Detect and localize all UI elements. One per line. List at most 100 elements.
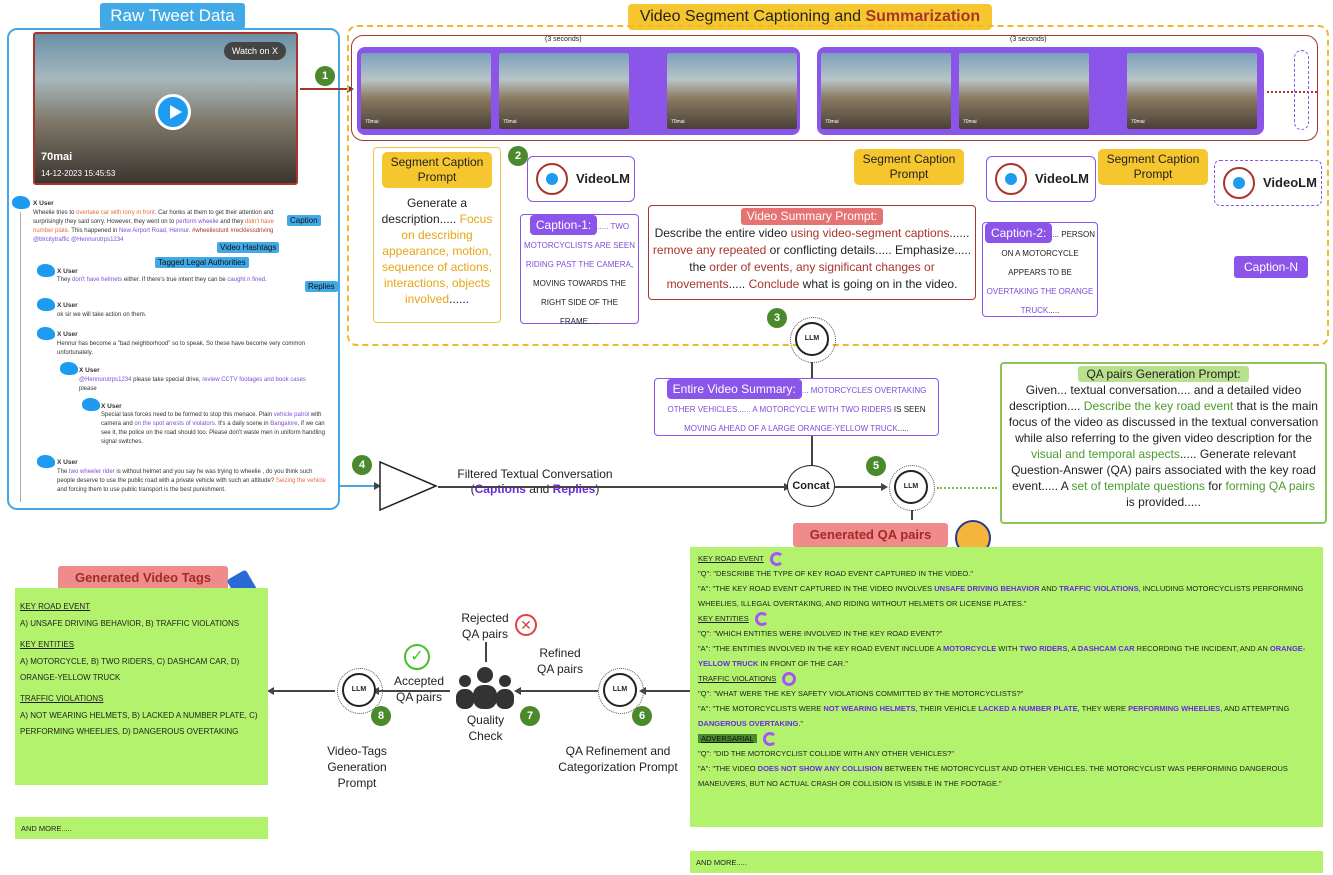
- qa-generation-prompt: QA pairs Generation Prompt: Given... tex…: [1000, 362, 1327, 524]
- watch-on-x-button[interactable]: Watch on X: [223, 42, 286, 60]
- step-5-badge: 5: [866, 456, 886, 476]
- tag-section-heading: Traffic Violations: [20, 694, 104, 703]
- video-frame: 70mai: [361, 53, 491, 129]
- tweet-user: X User: [57, 268, 78, 275]
- twitter-bird-icon: [37, 327, 55, 340]
- quality-check-label: Quality Check: [466, 713, 505, 743]
- arrow-to-summary: [811, 362, 813, 379]
- tweet-user: X User: [79, 367, 100, 374]
- video-tags-panel: Key Road Event A) unsafe driving behavio…: [15, 588, 268, 785]
- segments-container: [351, 35, 1318, 141]
- videolm-model-2: VideoLM: [986, 156, 1096, 202]
- generated-video-tags-title: Generated Video Tags: [58, 566, 228, 590]
- video-tags-prompt: Video-Tags Generation Prompt: [327, 744, 387, 790]
- replies-tag: Replies: [305, 281, 338, 292]
- qa-section-heading: Traffic Violations: [698, 674, 777, 684]
- twitter-bird-icon: [60, 362, 78, 375]
- specific-icon: [782, 672, 797, 687]
- qa-answer: "A": "The motorcyclists were not wearing…: [698, 704, 1290, 729]
- tweet-user: X User: [57, 331, 78, 338]
- arrow-qa-prompt-to-llm: [937, 487, 997, 489]
- tweet-5: @Hennurutrps1234 please take special dri…: [79, 377, 306, 392]
- twitter-bird-icon: [37, 298, 55, 311]
- twitter-bird-icon: [37, 455, 55, 468]
- qa-question: "Q": "What were the key safety violation…: [698, 689, 1024, 699]
- video-frame: 70mai: [499, 53, 629, 129]
- step-2-badge: 2: [508, 146, 528, 166]
- accept-check-icon: ✓: [404, 644, 430, 670]
- video-hashtags-tag: Video Hashtags: [217, 242, 280, 253]
- tweet-user: X User: [33, 200, 54, 207]
- caption-tag: Caption: [287, 215, 321, 226]
- qa-pairs-panel: Key Road Event "Q": "Describe the type o…: [690, 547, 1323, 827]
- segment-duration-label: (3 seconds): [545, 36, 582, 43]
- videolm-icon: [995, 163, 1027, 195]
- qa-answer: "A": "The video does not show any collis…: [698, 764, 1288, 789]
- caption-n-box: Caption-N: [1234, 256, 1308, 278]
- twitter-bird-icon: [37, 264, 55, 277]
- step-3-badge: 3: [767, 308, 787, 328]
- qa-section-heading: Key Entities: [698, 614, 749, 624]
- quality-check-people-icon: [456, 667, 514, 709]
- videolm-model-1: VideoLM: [527, 156, 635, 202]
- qa-question: "Q": "Did the motorcyclist collide with …: [698, 749, 954, 759]
- step-7-badge: 7: [520, 706, 540, 726]
- arrow-concat-to-llm: [835, 483, 888, 490]
- thread-line: [20, 212, 21, 502]
- step-1-badge: 1: [315, 66, 335, 86]
- step-4-badge: 4: [352, 455, 372, 475]
- concat-node: Concat: [787, 465, 835, 507]
- arrow-llm-to-tags: [267, 687, 335, 694]
- qa-answer: "A": "The key road event captured in the…: [698, 584, 1304, 609]
- play-icon[interactable]: [155, 94, 191, 130]
- tag-section-heading: Key Road Event: [20, 602, 91, 611]
- video-summary-prompt: Video Summary Prompt: Describe the entir…: [648, 205, 976, 300]
- raw-tweet-title: Raw Tweet Data: [100, 3, 245, 29]
- arrow-llm-to-qa: [911, 510, 913, 520]
- arrow-qa-to-refine: [639, 687, 690, 694]
- reject-icon: ✕: [515, 614, 537, 636]
- llm-icon: LLM: [598, 668, 644, 714]
- raw-tweet-panel: [7, 28, 340, 510]
- refined-qa-label: Refined QA pairs: [536, 646, 584, 676]
- video-tags-more: And More.....: [15, 817, 268, 839]
- qa-answer: "A": "The entities involved in the key r…: [698, 644, 1306, 669]
- twitter-bird-icon: [12, 196, 30, 209]
- video-thumbnail[interactable]: Watch on X 70mai 14-12-2023 15:45:53: [33, 32, 298, 185]
- generated-qa-title: Generated QA pairs: [793, 523, 948, 547]
- segment-caption-prompt-3: Segment Caption Prompt: [1098, 149, 1208, 187]
- arrow-summary-to-concat: [811, 436, 813, 466]
- tweet-user: X User: [57, 302, 78, 309]
- tweet-6: Special task forces need to be formed to…: [101, 412, 325, 445]
- video-frame: 70mai: [1127, 53, 1257, 129]
- prompt-heading: Segment Caption Prompt: [382, 152, 492, 188]
- tag-values: A) not wearing helmets, B) lacked a numb…: [20, 711, 258, 736]
- segment-captioning-panel: [347, 25, 1329, 346]
- qa-question: "Q": "Which entities were involved in th…: [698, 629, 943, 639]
- step-6-badge: 6: [632, 706, 652, 726]
- more-segments-dots: [1267, 91, 1317, 93]
- videolm-icon: [1223, 167, 1255, 199]
- segment-n-placeholder: [1294, 50, 1309, 130]
- tag-section-heading: Key Entities: [20, 640, 75, 649]
- videolm-icon: [536, 163, 568, 195]
- segment-caption-prompt-2: Segment Caption Prompt: [854, 149, 964, 187]
- arrow-refine-to-quality: [514, 687, 598, 694]
- arrow-video-to-segments: [300, 85, 354, 92]
- segment-caption-prompt-1: Segment Caption Prompt Generate a descri…: [373, 147, 501, 323]
- caption-2-box: Caption-2:... person on a motorcycle app…: [982, 222, 1098, 317]
- video-frame: 70mai: [959, 53, 1089, 129]
- tweet-2: They don't have helmets either. If there…: [57, 277, 267, 283]
- generic-icon: [769, 552, 784, 567]
- qa-section-heading: Adversarial: [698, 734, 757, 744]
- caption-1-box: Caption-1:..... Two motorcyclists are se…: [520, 214, 639, 326]
- specific-icon: [762, 732, 777, 747]
- tag-values: A) unsafe driving behavior, B) traffic v…: [20, 619, 240, 628]
- segment-duration-label: (3 seconds): [1010, 36, 1047, 43]
- qa-more: And More.....: [690, 851, 1323, 873]
- qa-section-heading: Key Road Event: [698, 554, 764, 563]
- video-timestamp: 14-12-2023 15:45:53: [41, 169, 116, 178]
- tweet-user: X User: [57, 459, 78, 466]
- rejected-qa-label: Rejected QA pairs: [461, 611, 509, 641]
- filter-funnel-icon: [379, 460, 438, 512]
